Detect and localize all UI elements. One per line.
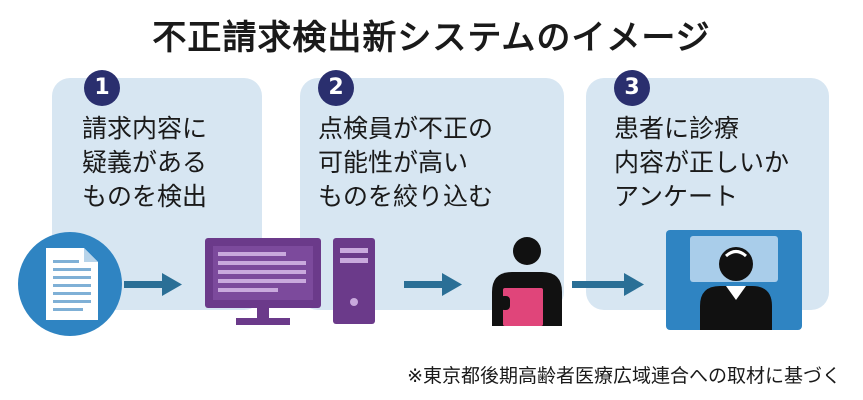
patient-survey-icon xyxy=(666,230,802,330)
document-icon xyxy=(18,232,122,336)
person-inspector-icon xyxy=(492,237,562,326)
step-2-number-badge: 2 xyxy=(318,70,354,106)
step-3-text: 患者に診療 内容が正しいか アンケート xyxy=(614,114,790,211)
step-2-text: 点検員が不正の 可能性が高い ものを絞り込む xyxy=(318,114,494,211)
step-1-number-badge: 1 xyxy=(84,70,120,106)
step-3-number-badge: 3 xyxy=(614,70,650,106)
diagram-title: 不正請求検出新システムのイメージ xyxy=(152,18,711,58)
step-1-text: 請求内容に 疑義がある ものを検出 xyxy=(82,114,208,211)
arrow-3 xyxy=(572,273,644,296)
footnote: ※東京都後期高齢者医療広域連合への取材に基づく xyxy=(407,365,841,387)
computer-icon xyxy=(205,238,375,325)
arrow-1 xyxy=(124,273,182,296)
arrow-2 xyxy=(404,273,462,296)
